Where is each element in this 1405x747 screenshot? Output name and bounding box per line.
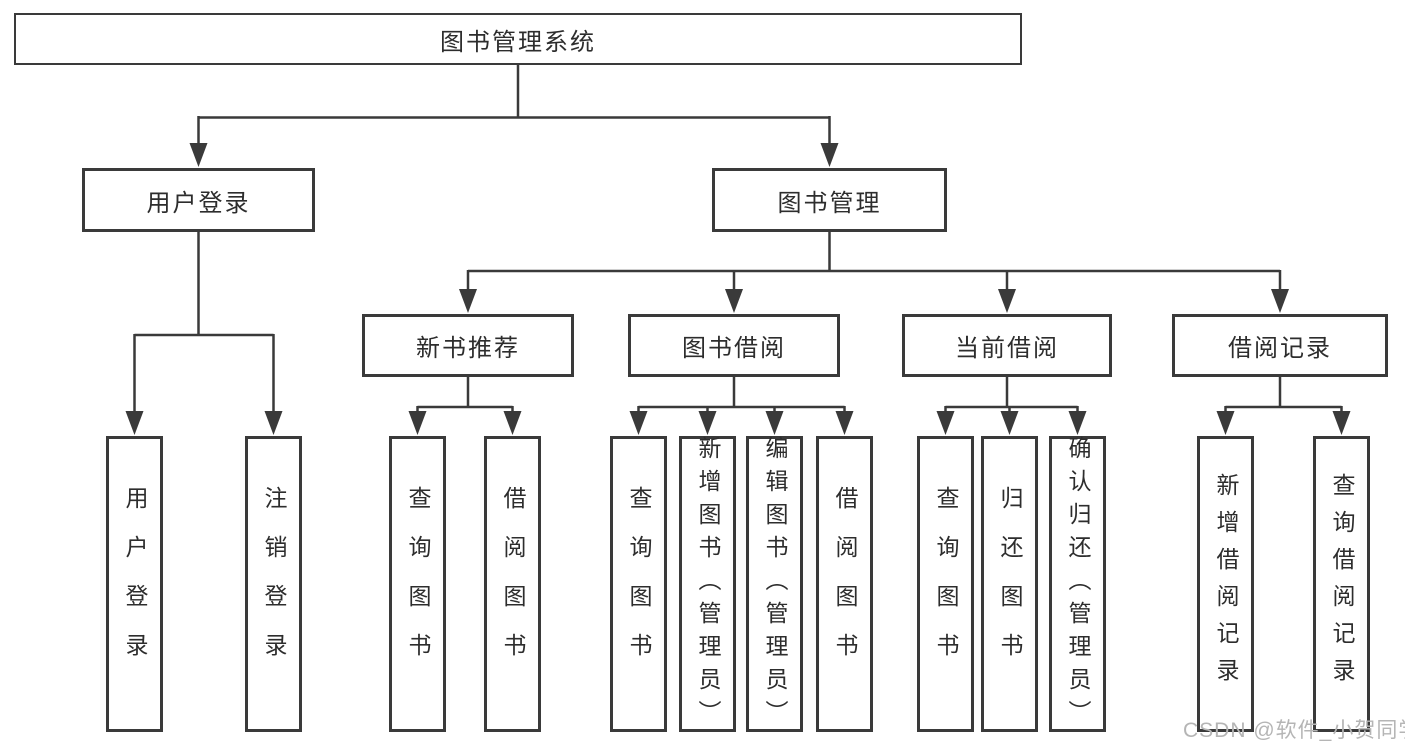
leaf-borrow-book-recommend: 借阅图书 [484,436,541,732]
leaf-borrow-book-recommend-label: 借阅图书 [500,486,526,682]
arrowheads [125,143,1351,435]
leaf-borrow-book: 借阅图书 [816,436,873,732]
leaf-add-borrow-record: 新增借阅记录 [1197,436,1254,732]
leaf-query-book-recommend: 查询图书 [389,436,446,732]
leaf-logout-login: 注销登录 [245,436,302,732]
connector-root-to-level2 [197,65,831,144]
leaf-return-book: 归还图书 [981,436,1038,732]
leaf-logout-login-label: 注销登录 [261,486,287,682]
node-borrow-records: 借阅记录 [1172,314,1388,377]
node-book-borrow: 图书借阅 [628,314,840,377]
node-root: 图书管理系统 [14,13,1022,65]
leaf-add-book-admin-label: 新增图书（管理员） [695,435,721,733]
connector-book-management-to-level3 [466,232,1282,290]
leaf-query-borrow-record: 查询借阅记录 [1313,436,1370,732]
leaf-query-book-current-label: 查询图书 [933,486,959,682]
leaf-user-login-label: 用户登录 [122,486,148,682]
connector-user-login-to-leaves [133,232,275,412]
node-book-borrow-label: 图书借阅 [682,335,786,362]
node-user-login-label: 用户登录 [146,189,251,217]
node-current-borrow-label: 当前借阅 [955,335,1059,362]
csdn-watermark: CSDN @软件_小贺同学 [1183,719,1405,742]
leaf-query-book-recommend-label: 查询图书 [405,486,431,682]
node-root-label: 图书管理系统 [440,28,596,56]
leaf-query-book-current: 查询图书 [917,436,974,732]
node-new-book-recommend: 新书推荐 [362,314,574,377]
node-user-login: 用户登录 [82,168,315,232]
leaf-query-book-borrow-label: 查询图书 [626,486,652,682]
connector-borrow-records-to-leaves [1224,377,1343,412]
leaf-query-borrow-record-label: 查询借阅记录 [1329,473,1355,695]
node-book-management-label: 图书管理 [777,189,882,217]
leaf-edit-book-admin-label: 编辑图书（管理员） [762,435,788,733]
leaf-query-book-borrow: 查询图书 [610,436,667,732]
leaf-confirm-return-admin: 确认归还（管理员） [1049,435,1106,733]
leaf-confirm-return-admin-label: 确认归还（管理员） [1065,435,1091,733]
connector-book-borrow-to-leaves [637,377,846,412]
connector-current-borrow-to-leaves [944,377,1079,412]
node-book-management: 图书管理 [712,168,947,232]
node-new-book-recommend-label: 新书推荐 [416,335,520,362]
connector-new-book-recommend-to-leaves [416,377,514,412]
leaf-return-book-label: 归还图书 [997,486,1023,682]
node-current-borrow: 当前借阅 [902,314,1112,377]
node-borrow-records-label: 借阅记录 [1228,335,1332,362]
leaf-borrow-book-label: 借阅图书 [832,486,858,682]
leaf-add-borrow-record-label: 新增借阅记录 [1213,473,1239,695]
leaf-add-book-admin: 新增图书（管理员） [679,435,736,733]
leaf-edit-book-admin: 编辑图书（管理员） [746,435,803,733]
leaf-user-login: 用户登录 [106,436,163,732]
